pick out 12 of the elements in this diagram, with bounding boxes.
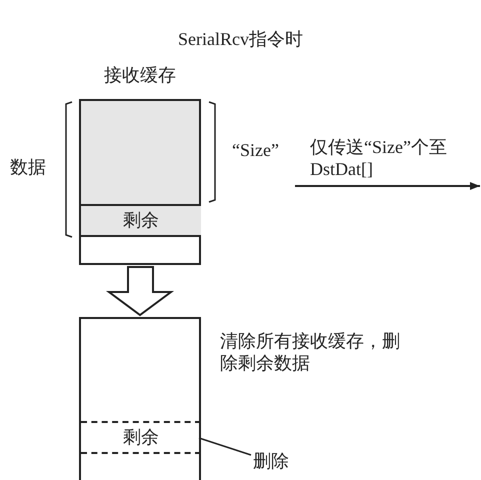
note-text: 仅传送“Size”个至DstDat[] <box>310 136 448 180</box>
title: SerialRcv指令时 <box>177 28 304 50</box>
hollow-arrow <box>106 266 174 316</box>
buffer-heading: 接收缓存 <box>103 64 177 86</box>
bracket-label: “Size” <box>232 139 279 161</box>
leader-line <box>198 437 252 456</box>
remainder-band: 剩余 <box>81 204 201 237</box>
note-text: 删除 <box>253 450 289 472</box>
remainder-band: 剩余 <box>81 421 201 454</box>
buffer-box <box>79 317 201 480</box>
bracket-label: 数据 <box>10 156 46 178</box>
note-text: 清除所有接收缓存，删除剩余数据 <box>220 330 401 374</box>
